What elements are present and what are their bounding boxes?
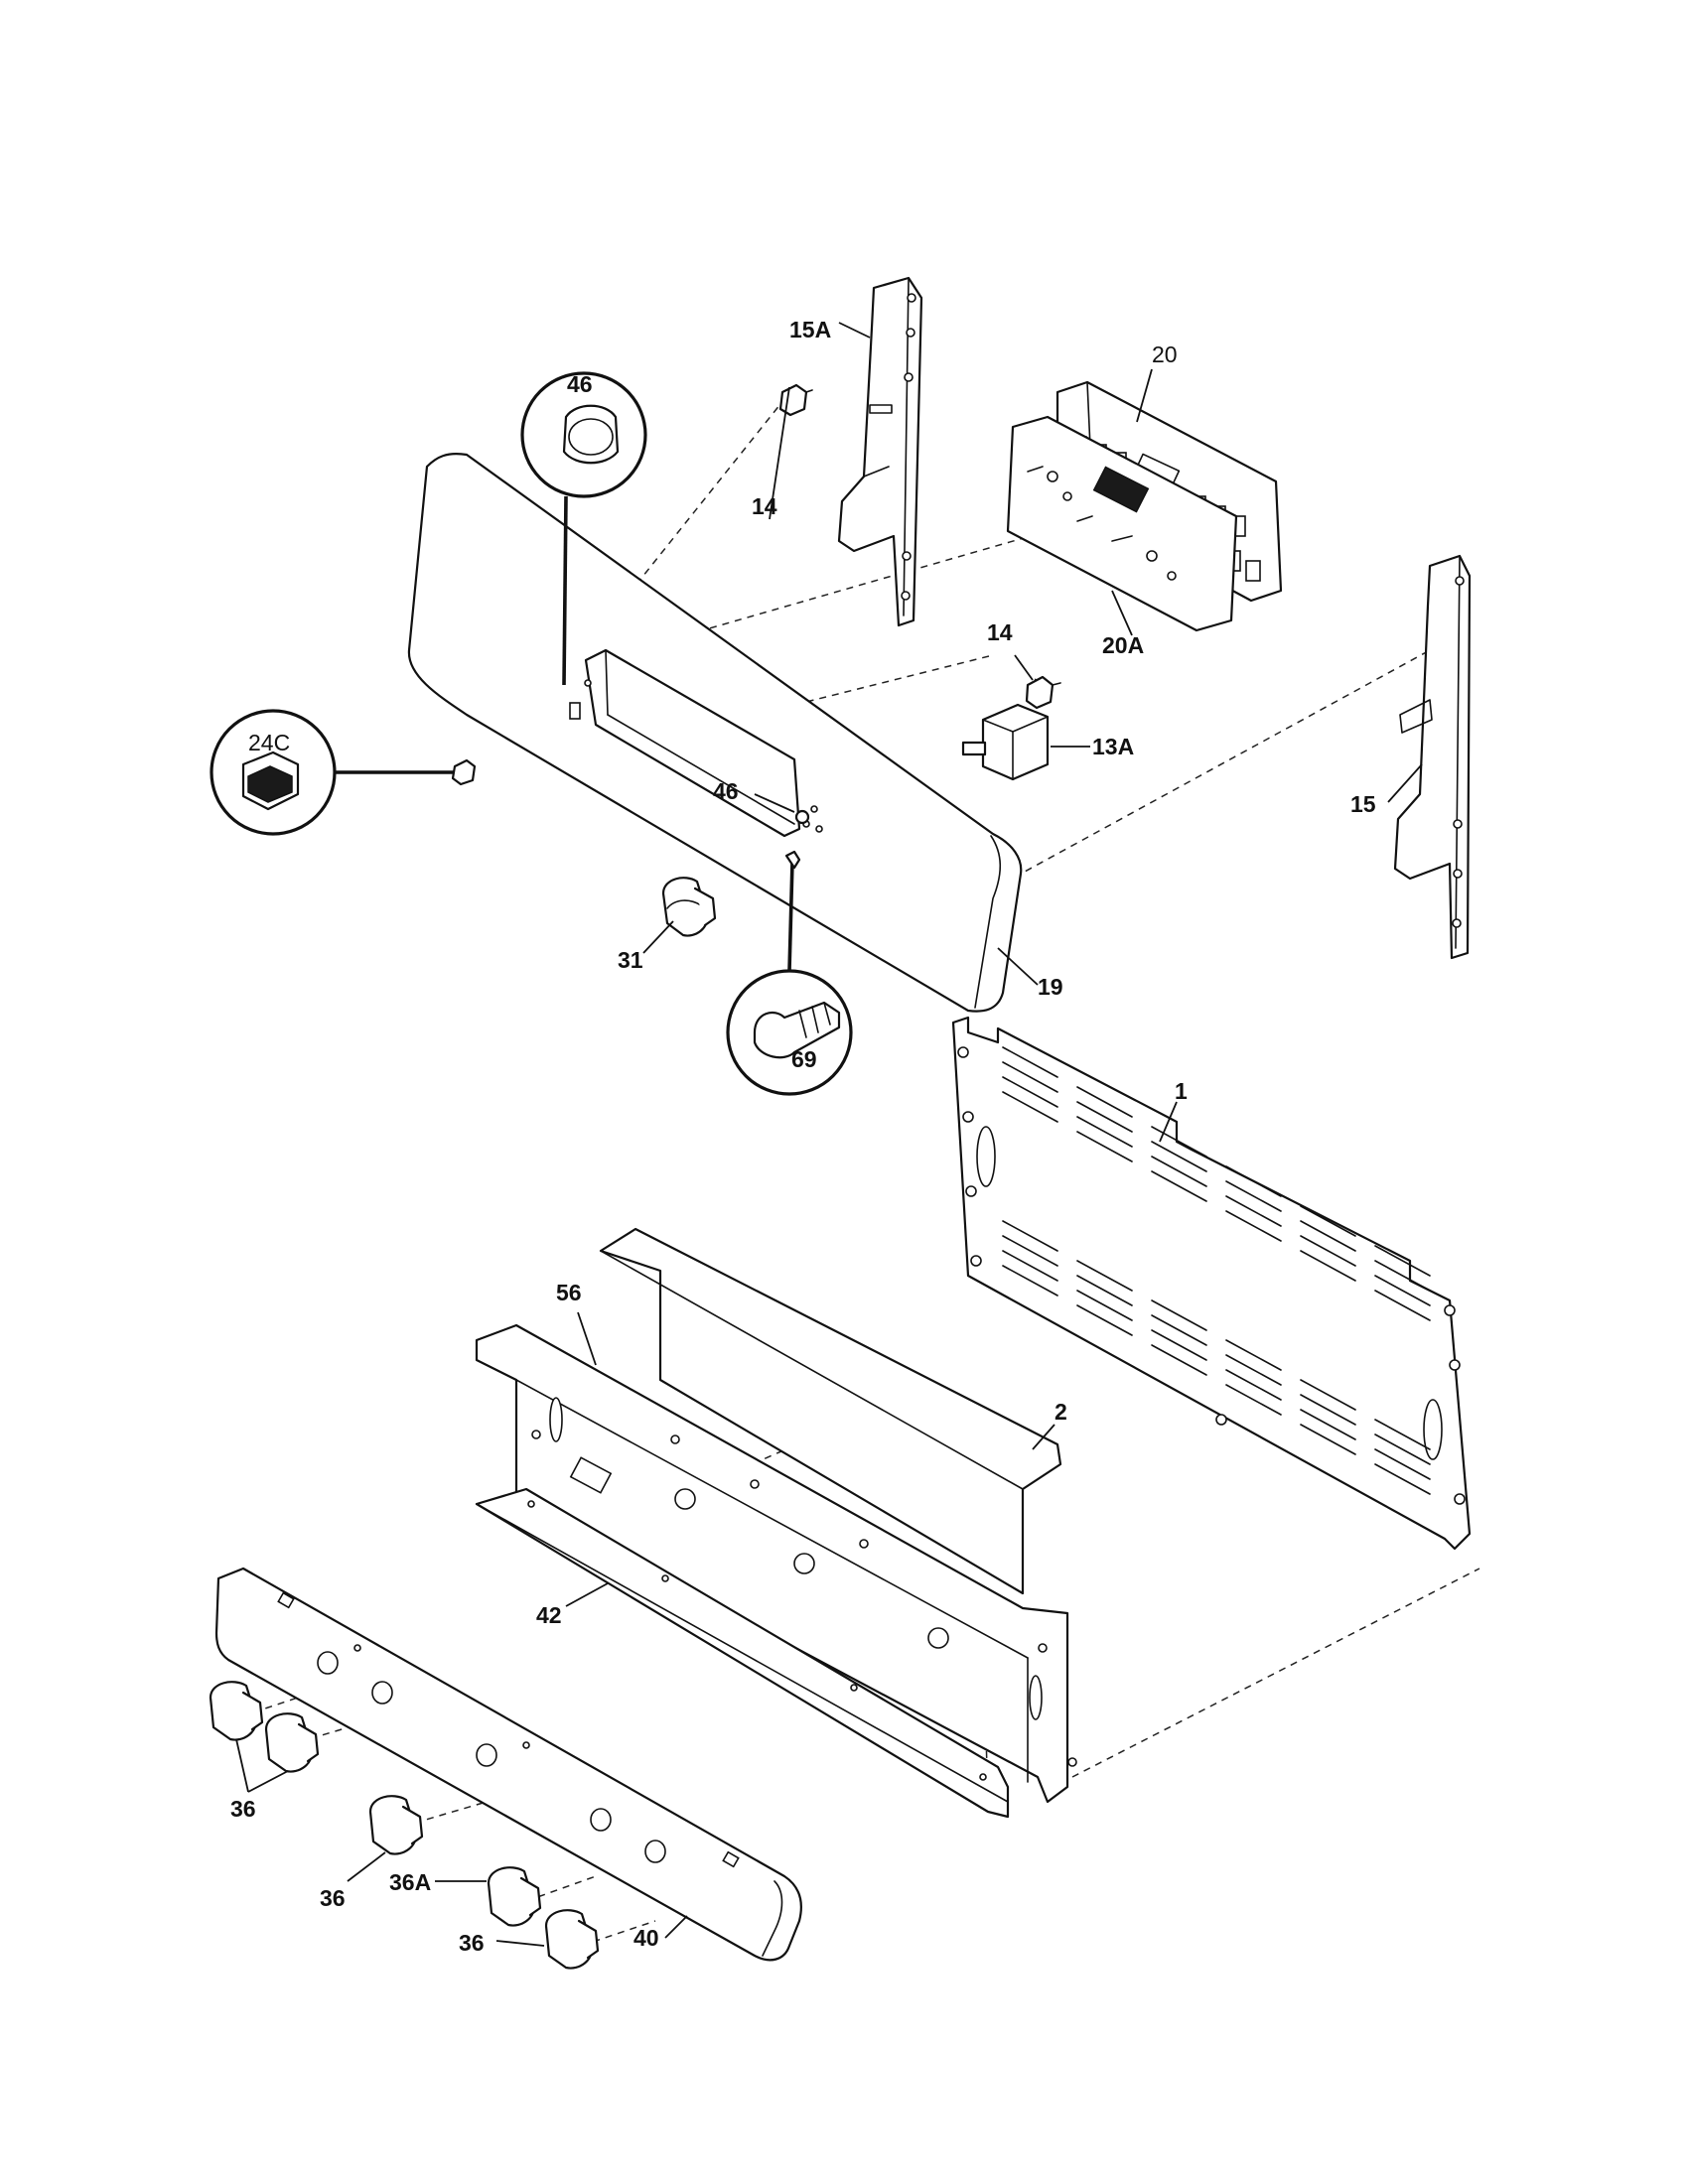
part-number-labels: 46 15A 20 14 20A 14 13A 24C 46 15 31 19 …	[230, 317, 1376, 1956]
label-69: 69	[791, 1046, 817, 1072]
part-14-switch-lower	[1025, 675, 1061, 710]
part-19-control-panel	[407, 453, 1023, 1013]
part-40-manifold-cover	[214, 1567, 802, 1962]
part-36-knob-2	[264, 1712, 320, 1773]
label-14-lower: 14	[987, 619, 1013, 645]
part-46-grommet-small	[794, 809, 810, 825]
label-20: 20	[1152, 341, 1178, 367]
label-46-panel: 46	[713, 778, 739, 804]
part-31-knob	[661, 877, 717, 937]
back-panel-vent-louvers-upper	[1002, 1046, 1431, 1321]
label-15a: 15A	[789, 317, 831, 342]
label-40: 40	[633, 1925, 659, 1951]
label-15: 15	[1350, 791, 1376, 817]
label-46-top: 46	[567, 371, 593, 397]
callout-69-screw	[726, 850, 853, 1096]
label-20a: 20A	[1102, 632, 1144, 658]
label-31: 31	[618, 947, 643, 973]
part-1-back-panel	[951, 1016, 1472, 1551]
label-36-right: 36	[459, 1930, 485, 1956]
label-24c: 24C	[248, 730, 290, 755]
label-14-upper: 14	[752, 493, 777, 519]
label-36-pair: 36	[230, 1796, 256, 1822]
part-15-right-bracket	[1393, 554, 1472, 960]
part-42-trim-strip	[475, 1487, 1010, 1819]
part-13a-valve	[961, 703, 1090, 781]
label-36-middle: 36	[320, 1885, 346, 1911]
part-15a-left-bracket	[837, 276, 923, 627]
part-36a-knob	[487, 1866, 542, 1927]
label-36a: 36A	[389, 1869, 431, 1895]
callout-24c-rocker-switch	[210, 709, 477, 836]
label-56: 56	[556, 1280, 582, 1305]
part-36-knob-4	[544, 1909, 600, 1970]
label-19: 19	[1038, 974, 1063, 1000]
label-2: 2	[1055, 1399, 1067, 1425]
label-1: 1	[1175, 1078, 1188, 1104]
back-panel-vent-louvers-lower	[1002, 1220, 1431, 1495]
label-13a: 13A	[1092, 734, 1134, 759]
part-36-knob-1	[209, 1681, 264, 1741]
callout-46-grommet	[520, 371, 647, 686]
part-20a-overlay	[1006, 415, 1238, 632]
part-56-manifold-panel	[475, 1323, 1077, 1804]
part-36-knob-3	[368, 1795, 424, 1855]
part-2-heat-shield	[599, 1227, 1062, 1595]
label-42: 42	[536, 1602, 562, 1628]
leader-lines	[235, 322, 1423, 1947]
